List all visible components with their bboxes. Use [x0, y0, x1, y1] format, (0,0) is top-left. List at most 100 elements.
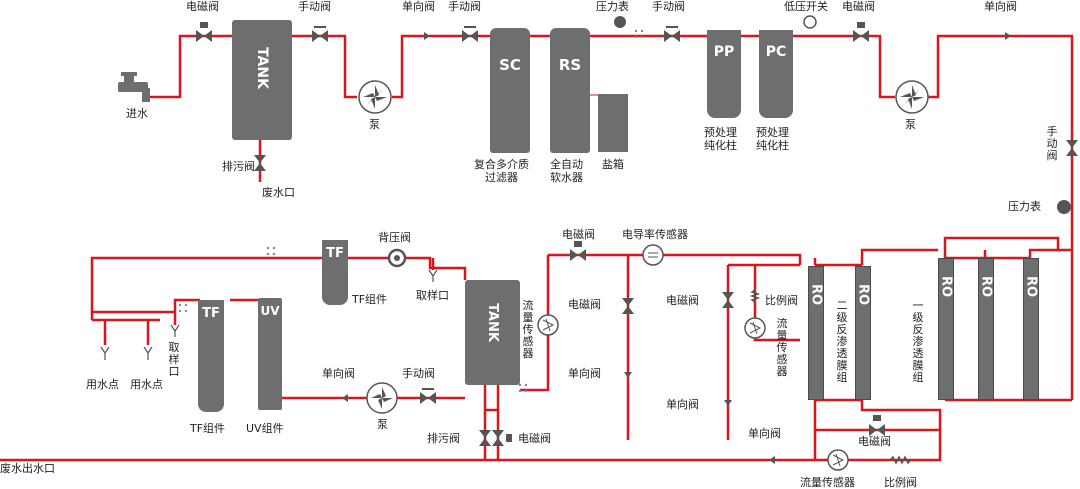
drain-valve-label: 排污阀 — [222, 160, 255, 173]
pipe-use-points — [90, 312, 160, 345]
use-point-label: 用水点 — [130, 378, 163, 391]
flow-sensor-label: 流量传感器 — [800, 476, 855, 489]
sample-ports — [100, 269, 438, 360]
sample-port-label: 取样口 — [416, 289, 449, 302]
check-valve-label: 单向阀 — [748, 427, 781, 440]
pump-icon — [895, 80, 929, 114]
check-valve-label: 单向阀 — [568, 367, 601, 380]
solenoid-valve-label: 电磁阀 — [186, 0, 219, 13]
ro-label: RO — [978, 275, 994, 298]
manual-valve-icon — [312, 30, 328, 42]
ro-membrane: RO — [808, 266, 824, 400]
pressure-gauge-icon — [614, 16, 626, 28]
back-pressure-valve-label: 背压阀 — [378, 231, 411, 244]
sc-label: SC — [499, 56, 521, 74]
waste-outlet-label: 废水出水口 — [0, 462, 55, 475]
pump-icon — [366, 382, 398, 414]
sample-port-icon — [428, 269, 438, 282]
low-pressure-switch-label: 低压开关 — [784, 0, 828, 13]
back-pressure-valve-icon — [387, 248, 407, 268]
pipe-inlet — [150, 34, 232, 99]
salt-box-label: 盐箱 — [602, 158, 624, 171]
ro-label: RO — [1023, 275, 1039, 298]
tank-2-label: TANK — [485, 303, 500, 342]
multimedia-filter-label: 复合多介质 过滤器 — [474, 158, 529, 184]
rs-label: RS — [558, 56, 582, 74]
uv-unit: UV — [258, 298, 282, 410]
solenoid-valve-icon — [622, 298, 634, 314]
use-point-icon — [100, 346, 110, 360]
faucet-icon — [118, 72, 150, 102]
pump-icon — [358, 80, 392, 114]
manual-valve-icon — [664, 30, 680, 42]
pipe-pump-to-filters — [392, 34, 490, 99]
pipes — [0, 34, 1074, 462]
ro-membrane: RO — [1023, 258, 1039, 400]
check-valve-label: 单向阀 — [402, 0, 435, 13]
flow-sensor-icon — [827, 449, 849, 471]
pc-filter: PC — [759, 30, 793, 118]
tf-filter-bottom: TF — [198, 300, 224, 412]
pipe-tank2-to-flow — [520, 255, 550, 392]
tf-group-label: TF组件 — [352, 293, 388, 306]
ro-label: RO — [938, 275, 954, 298]
pipe-tf-loop — [173, 298, 200, 325]
check-valve-icon — [769, 456, 775, 464]
ratio-valve-icon — [889, 455, 912, 465]
pipe-pump2-out — [928, 34, 1074, 400]
manual-valve-icon — [420, 392, 436, 404]
manual-valve-label: 手动阀 — [448, 0, 481, 13]
tf-label: TF — [326, 246, 344, 261]
pump-label: 泵 — [905, 118, 916, 131]
pipe-flow1 — [753, 300, 800, 342]
check-valve-label: 单向阀 — [666, 398, 699, 411]
flow-sensor-label: 流量传感器 — [522, 299, 534, 360]
low-pressure-switch-icon — [803, 15, 817, 29]
ro-membrane: RO — [855, 266, 871, 400]
uv-label: UV — [260, 304, 280, 318]
softener-label: 全自动 软水器 — [550, 158, 583, 184]
sc-column: SC — [490, 28, 530, 153]
conductivity-sensor-icon — [642, 244, 664, 266]
sample-port-label: 取样口 — [168, 341, 180, 378]
check-valve-icon — [1005, 32, 1011, 40]
pump-label: 泵 — [369, 118, 380, 131]
solenoid-valve-label: 电磁阀 — [568, 298, 601, 311]
pipe-conductivity — [548, 253, 802, 265]
manual-valve-label: 手动阀 — [402, 367, 435, 380]
check-valve-label: 单向阀 — [322, 367, 355, 380]
solenoid-valve-icon — [570, 249, 586, 261]
check-valve-icon — [342, 394, 348, 402]
manual-valve-icon — [462, 30, 478, 42]
solenoid-valve-label: 电磁阀 — [666, 294, 699, 307]
solenoid-head-icon — [200, 22, 208, 28]
check-valve-label: 单向阀 — [984, 0, 1017, 13]
ratio-valve-icon — [749, 289, 761, 303]
sample-port-icon — [170, 324, 180, 337]
check-valve-icon — [724, 400, 732, 406]
flow-sensors — [537, 314, 849, 471]
pipe-ro2-top — [813, 258, 862, 267]
tank-1: TANK — [232, 20, 292, 140]
flow-sensor-icon — [744, 317, 766, 339]
solenoid-valve-label: 电磁阀 — [842, 0, 875, 13]
pipe-bottom-waste — [0, 428, 942, 462]
tf-label: TF — [202, 306, 220, 321]
pipe-ro1-top — [943, 236, 1072, 258]
solenoid-valve-icon — [722, 292, 734, 308]
pp-filter: PP — [707, 30, 741, 118]
pipe-ro1-manifold — [945, 248, 1058, 260]
valves — [196, 22, 1078, 464]
solenoid-valve-icon — [869, 424, 885, 436]
use-point-icon — [143, 346, 153, 360]
solenoid-valve-label: 电磁阀 — [562, 228, 595, 241]
conductivity-sensor-label: 电导率传感器 — [622, 228, 688, 241]
check-valve-icon — [424, 32, 430, 40]
pipe-ro2-bottom — [815, 398, 942, 430]
check-valve-icon — [624, 372, 632, 378]
solenoid-valve-icon — [853, 30, 869, 42]
pretreat-label: 预处理 纯化柱 — [704, 126, 737, 152]
ro-label: RO — [808, 283, 824, 306]
solenoid-valve-label: 电磁阀 — [858, 435, 891, 448]
